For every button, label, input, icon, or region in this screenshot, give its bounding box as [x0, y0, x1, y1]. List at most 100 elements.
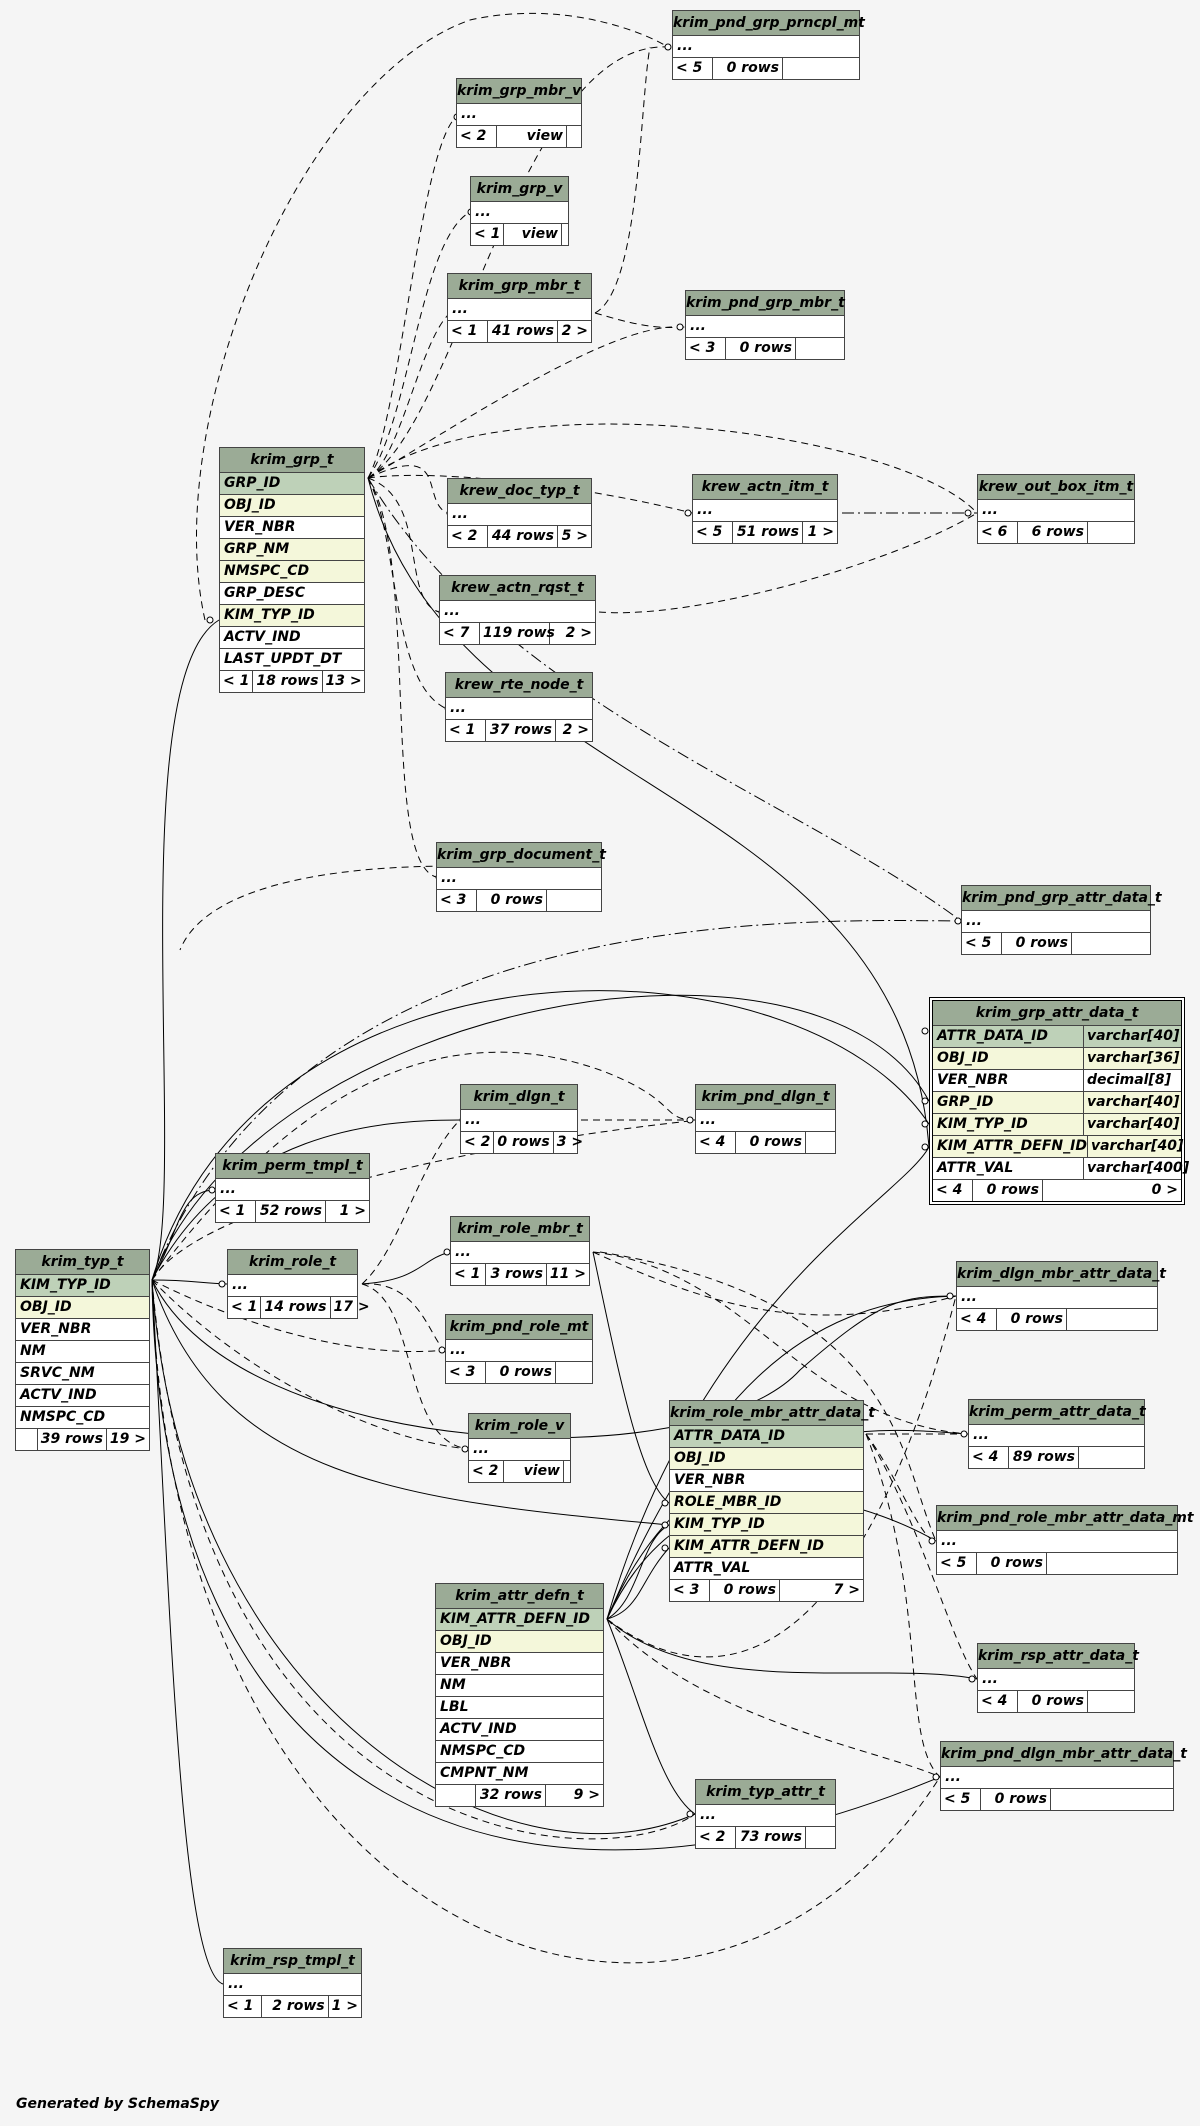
- table-name[interactable]: krim_pnd_grp_mbr_t: [686, 291, 845, 316]
- table-name[interactable]: krim_grp_mbr_t: [448, 274, 591, 299]
- table-name[interactable]: krew_rte_node_t: [446, 673, 592, 698]
- parents-link[interactable]: < 2: [448, 526, 488, 547]
- parents-link[interactable]: < 3: [446, 1362, 486, 1383]
- parents-link[interactable]: < 2: [461, 1132, 495, 1153]
- children-link[interactable]: 3 >: [556, 1134, 584, 1150]
- table-name[interactable]: krim_perm_attr_data_t: [969, 1400, 1146, 1425]
- table-name[interactable]: krim_perm_tmpl_t: [216, 1154, 369, 1179]
- children-link[interactable]: 19 >: [109, 1431, 146, 1447]
- table-name[interactable]: krim_dlgn_t: [461, 1085, 577, 1110]
- table-name[interactable]: krim_pnd_dlgn_t: [696, 1085, 835, 1110]
- children-link[interactable]: [567, 126, 581, 147]
- parents-link[interactable]: < 1: [220, 671, 254, 692]
- parents-link[interactable]: < 1: [228, 1297, 262, 1318]
- table-name[interactable]: krim_attr_defn_t: [436, 1584, 603, 1609]
- children-link[interactable]: [806, 1827, 835, 1848]
- children-link[interactable]: 1 >: [339, 1203, 366, 1219]
- table-name[interactable]: krim_typ_attr_t: [696, 1780, 835, 1805]
- parents-link[interactable]: < 2: [469, 1461, 504, 1482]
- table-name[interactable]: krim_typ_t: [16, 1250, 149, 1275]
- parents-link[interactable]: < 5: [693, 522, 733, 543]
- children-link[interactable]: 2 >: [565, 625, 592, 641]
- table-name[interactable]: krim_pnd_grp_prncpl_mt: [673, 11, 865, 36]
- parents-link[interactable]: < 2: [696, 1827, 736, 1848]
- children-link[interactable]: 9 >: [573, 1787, 600, 1803]
- children-link[interactable]: 0 >: [1151, 1182, 1178, 1198]
- parents-link[interactable]: < 1: [224, 1996, 263, 2017]
- children-link[interactable]: [1047, 1553, 1177, 1574]
- parents-link[interactable]: < 4: [933, 1180, 973, 1201]
- table-name[interactable]: krim_rsp_attr_data_t: [978, 1644, 1139, 1669]
- parents-link[interactable]: < 1: [471, 224, 505, 245]
- table-name[interactable]: krew_out_box_itm_t: [978, 475, 1134, 500]
- children-link[interactable]: [1051, 1789, 1173, 1810]
- children-link[interactable]: 13 >: [325, 673, 362, 689]
- parents-link[interactable]: [436, 1785, 476, 1806]
- children-link[interactable]: [564, 1461, 570, 1482]
- children-link[interactable]: 5 >: [561, 528, 588, 544]
- children-link[interactable]: [1067, 1309, 1157, 1330]
- parents-link[interactable]: < 1: [216, 1201, 256, 1222]
- table-name[interactable]: krew_doc_typ_t: [448, 479, 591, 504]
- table-name[interactable]: krim_pnd_role_mbr_attr_data_mt: [937, 1506, 1194, 1531]
- table-name[interactable]: krim_pnd_grp_attr_data_t: [962, 886, 1162, 911]
- children-link[interactable]: [1072, 933, 1150, 954]
- parents-link[interactable]: < 4: [969, 1447, 1009, 1468]
- parents-link[interactable]: < 4: [696, 1132, 736, 1153]
- table-name[interactable]: krim_grp_document_t: [437, 843, 606, 868]
- children-link[interactable]: 2 >: [561, 323, 588, 339]
- children-link[interactable]: [796, 338, 844, 359]
- parents-link[interactable]: < 7: [440, 623, 480, 644]
- parents-link[interactable]: < 5: [673, 58, 713, 79]
- parents-link[interactable]: < 3: [686, 338, 726, 359]
- parents-link[interactable]: < 5: [937, 1553, 977, 1574]
- table-name[interactable]: krim_role_mbr_t: [451, 1217, 589, 1242]
- table-name[interactable]: krim_pnd_dlgn_mbr_attr_data_t: [941, 1742, 1187, 1767]
- children-link[interactable]: 1 >: [331, 1998, 358, 2014]
- children-link[interactable]: [806, 1132, 835, 1153]
- table-name[interactable]: krim_role_mbr_attr_data_t: [670, 1401, 875, 1426]
- table-name[interactable]: krim_rsp_tmpl_t: [224, 1949, 361, 1974]
- children-link[interactable]: [562, 224, 568, 245]
- children-link[interactable]: [1088, 522, 1134, 543]
- parents-link[interactable]: < 3: [670, 1580, 710, 1601]
- children-link[interactable]: [547, 890, 601, 911]
- children-link[interactable]: 11 >: [549, 1266, 586, 1282]
- table-name[interactable]: krim_dlgn_mbr_attr_data_t: [957, 1262, 1166, 1287]
- table-name[interactable]: krim_grp_mbr_v: [457, 79, 581, 104]
- parents-link[interactable]: < 1: [448, 321, 488, 342]
- table-name[interactable]: krim_role_t: [228, 1250, 357, 1275]
- parents-link[interactable]: < 6: [978, 522, 1018, 543]
- children-link[interactable]: [1088, 1691, 1134, 1712]
- table-name[interactable]: krim_role_v: [469, 1414, 570, 1439]
- parents-link[interactable]: < 5: [941, 1789, 981, 1810]
- table-name[interactable]: krew_actn_itm_t: [693, 475, 837, 500]
- table-name[interactable]: krim_grp_v: [471, 177, 568, 202]
- children-link[interactable]: 1 >: [807, 524, 834, 540]
- children-link[interactable]: [783, 58, 859, 79]
- parents-link[interactable]: < 2: [457, 126, 497, 147]
